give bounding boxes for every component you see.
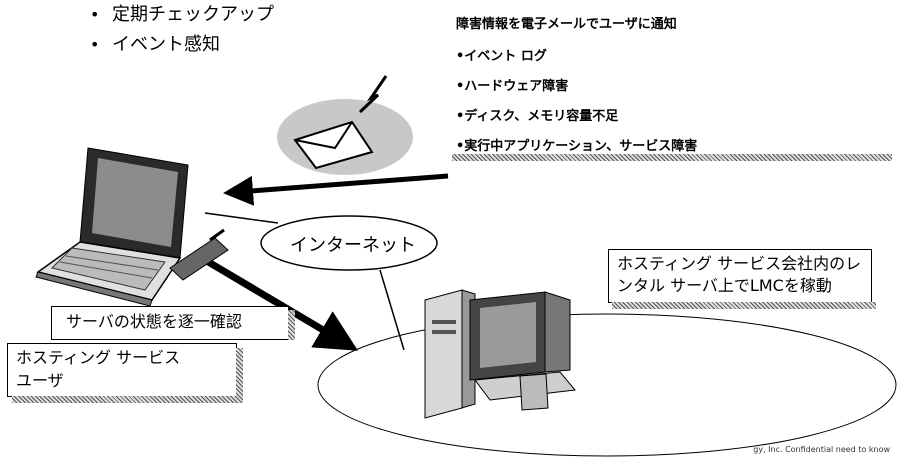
notification-title: 障害情報を電子メールでユーザに通知 <box>456 17 677 32</box>
network-ellipse <box>317 313 897 457</box>
notification-box: 障害情報を電子メールでユーザに通知 •イベント ログ •ハードウェア障害 •ディ… <box>448 6 888 156</box>
hosting-user-box: ホスティング サービス ユーザ <box>7 343 237 397</box>
confidential-footer: gy, Inc. Confidential need to know <box>753 445 890 454</box>
email-icon <box>277 75 413 175</box>
bullet-text: 定期チェックアップ <box>112 4 274 25</box>
bullet-text: イベント感知 <box>112 34 220 55</box>
notification-item: •ハードウェア障害 <box>456 79 569 94</box>
internet-oval <box>260 215 438 271</box>
feature-bullet-list: •定期チェックアップ •イベント感知 <box>70 0 274 60</box>
notification-item: •実行中アプリケーション、サービス障害 <box>456 139 698 154</box>
lmc-line: ンタル サーバ上でLMCを稼動 <box>617 276 832 295</box>
user-line: ホスティング サービス <box>16 348 181 367</box>
bullet-item: •定期チェックアップ <box>90 4 274 25</box>
notification-shadow <box>452 154 892 161</box>
user-box-shadow-bottom <box>12 396 243 403</box>
lmc-box-shadow <box>612 302 876 309</box>
notification-item: •イベント ログ <box>456 49 547 64</box>
notification-item: •ディスク、メモリ容量不足 <box>456 109 619 124</box>
lmc-line: ホスティング サービス会社内のレ <box>617 254 862 273</box>
desktop-computer-icon <box>424 289 576 419</box>
status-check-box: サーバの状態を逐一確認 <box>51 306 289 340</box>
status-check-text: サーバの状態を逐一確認 <box>66 312 242 331</box>
mobile-phone-icon <box>169 228 229 281</box>
check-box-shadow <box>288 310 295 340</box>
internet-server-line <box>379 269 405 351</box>
user-line: ユーザ <box>16 371 64 390</box>
notify-arrow <box>223 173 449 206</box>
lmc-description-box: ホスティング サービス会社内のレ ンタル サーバ上でLMCを稼動 <box>608 249 872 303</box>
laptop-icon <box>35 147 189 307</box>
user-box-shadow-right <box>236 348 243 402</box>
check-arrow <box>203 256 359 351</box>
laptop-internet-line <box>204 212 279 224</box>
internet-label: インターネット <box>290 235 416 256</box>
bullet-item: •イベント感知 <box>90 34 220 55</box>
